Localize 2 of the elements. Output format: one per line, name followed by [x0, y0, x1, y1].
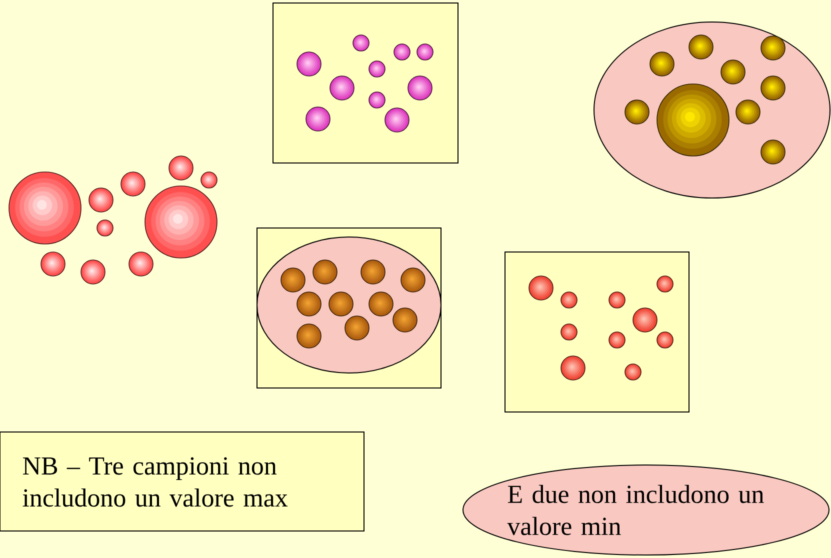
sample-box: [504, 252, 690, 412]
note-box: NB – Tre campioni non includono un valore max: [0, 432, 364, 532]
